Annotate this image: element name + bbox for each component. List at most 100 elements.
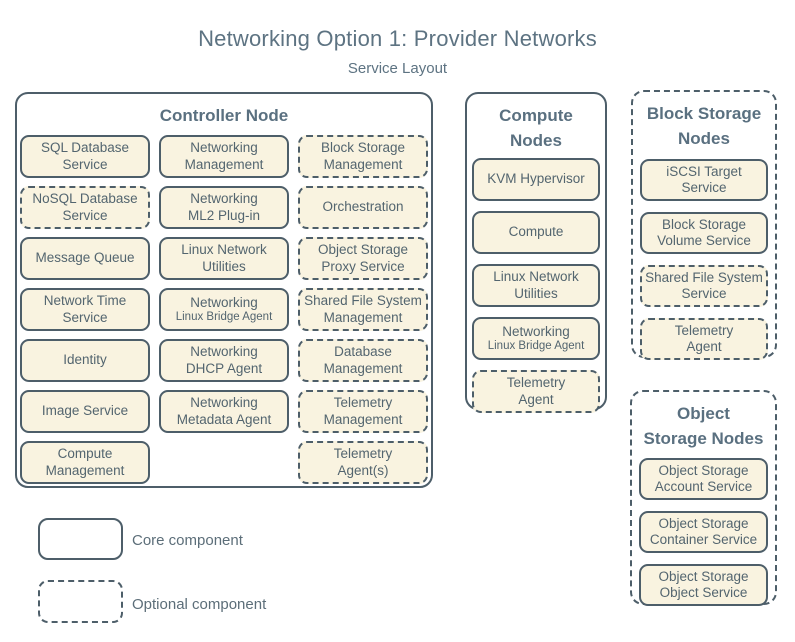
service-box-label: Container Service: [649, 532, 758, 547]
service-box-label: Agent: [518, 391, 554, 407]
service-box-label: Object Service: [659, 585, 748, 600]
service-box-label: Object Storage: [317, 242, 409, 257]
service-box-label: Management: [323, 156, 403, 172]
service-box-label: Telemetry: [674, 322, 734, 338]
service-box-label: iSCSI Target: [666, 163, 742, 179]
service-box-label: SQL Database: [40, 140, 130, 155]
service-box-label: Network Time: [43, 293, 127, 308]
service-box-label: ML2 Plug-in: [187, 207, 261, 223]
legend-optional-swatch: [38, 580, 123, 623]
page-title: Networking Option 1: Provider Networks: [198, 26, 597, 51]
service-box-label: Telemetry: [506, 375, 566, 390]
service-box-label: Object Storage: [658, 568, 749, 584]
service-box-label: Management: [323, 411, 403, 427]
service-box-label: Linux Bridge Agent: [175, 311, 273, 323]
service-box-label: Service: [62, 156, 108, 172]
service-box-label: Object Storage: [658, 462, 749, 478]
service-box-label: Management: [323, 309, 403, 325]
service-box-label: Metadata Agent: [176, 411, 272, 427]
service-box-label: Volume Service: [657, 233, 751, 248]
service-box-label: Service: [681, 180, 727, 195]
legend-core-swatch: [38, 518, 123, 560]
service-box-label: Agent: [686, 339, 722, 354]
service-box-label: Linux Network: [181, 242, 267, 257]
service-box-label: Shared File System: [304, 293, 422, 308]
service-box-label: Utilities: [514, 285, 558, 301]
service-box-label: Service: [62, 207, 108, 223]
service-box-label: Compute: [508, 224, 564, 240]
service-box-label: Linux Bridge Agent: [487, 340, 585, 352]
service-box-label: KVM Hypervisor: [487, 171, 585, 187]
page-subtitle: Service Layout: [347, 60, 448, 77]
legend-core-label: Core component: [132, 532, 243, 549]
service-box-message-queue: Message Queue: [20, 237, 150, 280]
service-box-label: Networking: [190, 191, 258, 206]
service-box-label: Message Queue: [35, 250, 135, 266]
service-box-label: Image Service: [41, 403, 129, 419]
legend-optional-label: Optional component: [132, 596, 267, 613]
service-box-label: DHCP Agent: [185, 360, 263, 376]
controller-node-group-title: Controller Node: [159, 106, 289, 125]
service-box-label: Telemetry: [333, 446, 393, 461]
service-box-label: Proxy Service: [321, 258, 405, 274]
service-box-orchestration: Orchestration: [298, 186, 428, 229]
service-box-label: Networking: [190, 140, 258, 155]
service-box-label: Management: [323, 360, 403, 376]
service-box-compute: Compute: [472, 211, 600, 254]
service-box-label: Block Storage: [320, 140, 406, 155]
service-box-identity: Identity: [20, 339, 150, 382]
service-box-label: Telemetry: [333, 395, 393, 410]
service-box-label: Shared File System: [645, 269, 763, 285]
service-box-label: NoSQL Database: [32, 191, 138, 206]
service-box-label: Account Service: [654, 479, 753, 494]
service-box-label: Service: [62, 309, 108, 325]
service-box-label: Networking: [190, 344, 258, 359]
service-box-label: Management: [184, 156, 264, 172]
service-box-label: Management: [45, 462, 125, 478]
service-box-label: Identity: [63, 352, 107, 368]
service-box-label: Service: [681, 286, 727, 301]
service-box-label: Networking: [502, 323, 570, 339]
service-box-image-service: Image Service: [20, 390, 150, 433]
service-box-label: Utilities: [202, 258, 246, 274]
service-box-label: Object Storage: [658, 515, 749, 531]
service-box-label: Agent(s): [337, 462, 389, 478]
service-box-label: Compute: [57, 446, 113, 461]
service-box-label: Orchestration: [322, 199, 404, 215]
